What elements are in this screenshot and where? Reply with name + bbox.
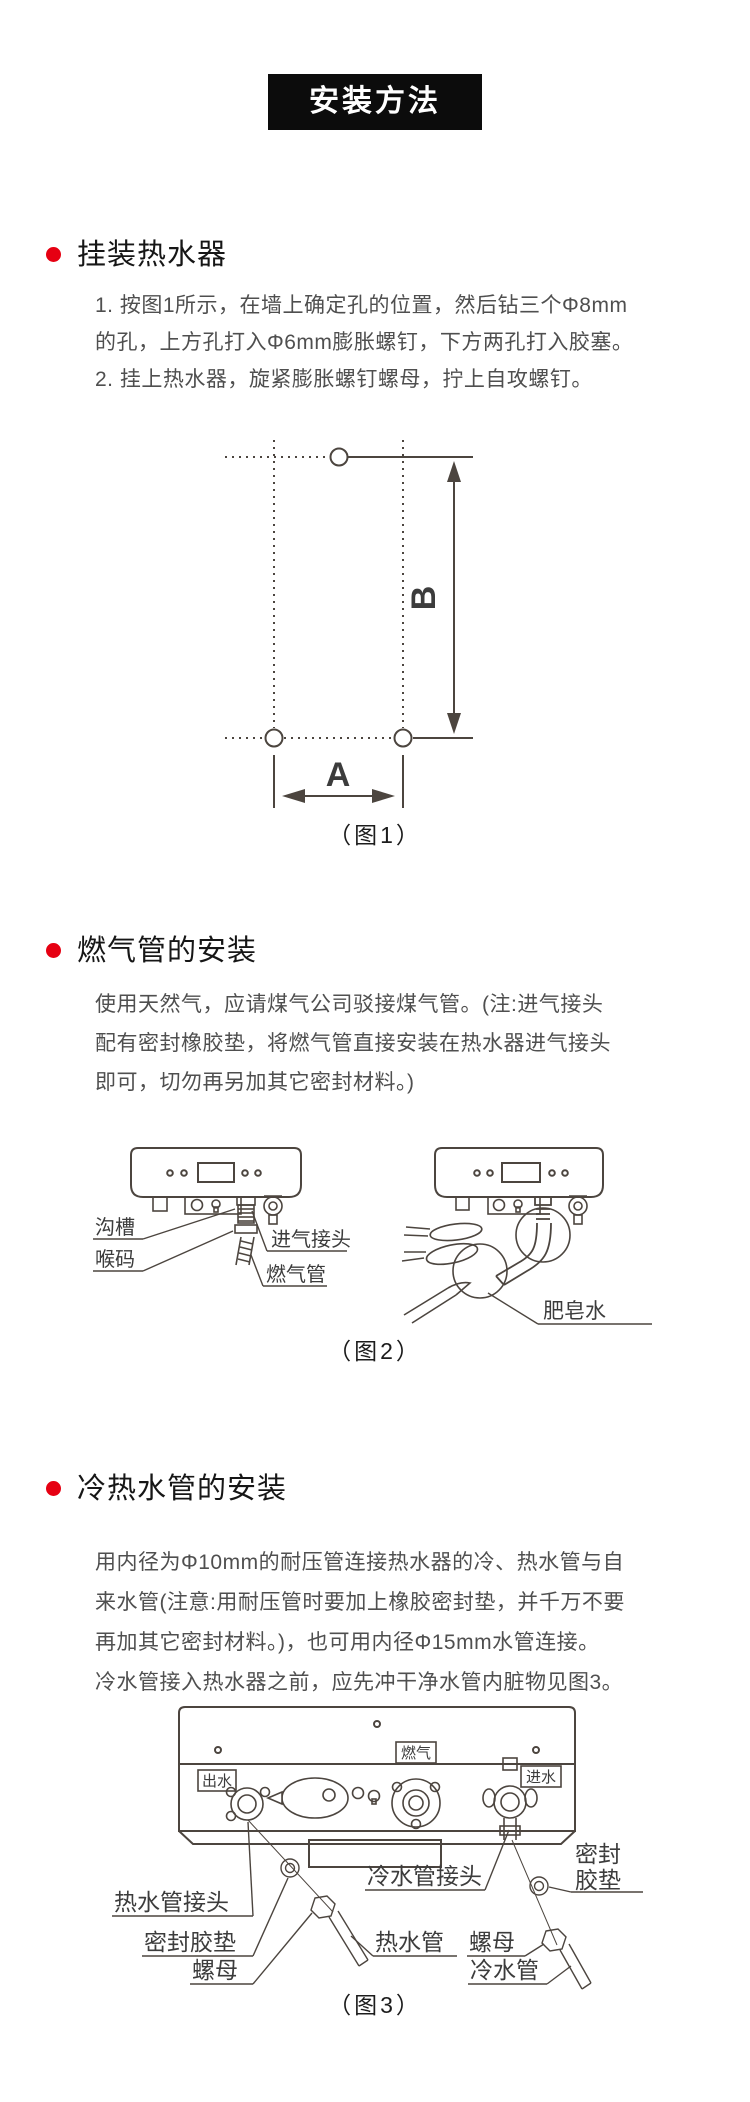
label-gas-pipe: 燃气管: [266, 1263, 326, 1286]
section-gas-pipe-heading: 燃气管的安装: [46, 932, 257, 970]
port-label-hot-out: 出水: [202, 1773, 232, 1790]
label-seal-gasket-left: 密封胶垫: [144, 1929, 236, 1955]
section-water-pipes-heading: 冷热水管的安装: [46, 1470, 287, 1508]
label-hot-pipe: 热水管: [375, 1929, 444, 1955]
construction-dotted-lines: [225, 440, 404, 739]
section-hang-heater-paragraph: 1. 按图1所示，在墙上确定孔的位置，然后钻三个Φ8mm 的孔，上方孔打入Φ6m…: [95, 287, 685, 398]
paragraph-line: 配有密封橡胶垫，将燃气管直接安装在热水器进气接头: [95, 1032, 611, 1055]
dim-b-arrow: [447, 461, 461, 734]
gas-pipe-part: [235, 1236, 255, 1266]
label-nut-right: 螺母: [469, 1929, 515, 1955]
label-nut-left: 螺母: [192, 1957, 238, 1983]
label-cold-pipe: 冷水管: [470, 1957, 539, 1983]
label-seal-gasket-right-line1: 密封: [575, 1841, 621, 1867]
red-bullet-icon: [46, 247, 61, 262]
paragraph-line: 1. 按图1所示，在墙上确定孔的位置，然后钻三个Φ8mm: [95, 294, 628, 317]
dim-b-label: B: [405, 586, 443, 611]
figure-2-caption: （图2）: [328, 1338, 422, 1364]
paragraph-line: 即可，切勿再另加其它密封材料。): [95, 1071, 415, 1094]
paragraph-line: 冷水管接入热水器之前，应先冲干净水管内脏物见图3。: [95, 1671, 624, 1694]
figure-1-drill-template: B A: [225, 440, 473, 808]
highlight-circle-upper: [515, 1207, 571, 1263]
port-label-cold-in: 进水: [526, 1769, 556, 1786]
water-heater-body: [434, 1147, 604, 1198]
dim-a-arrow: [273, 755, 404, 808]
water-heater-bottom-body: [178, 1706, 576, 1868]
figure-2-gas-connection-diagram: 沟槽 喉码 进气接头 燃气管: [93, 1147, 351, 1287]
paragraph-line: 来水管(注意:用耐压管时要加上橡胶密封垫，并千万不要: [95, 1591, 625, 1614]
section-heading-text: 燃气管的安装: [77, 935, 258, 967]
paragraph-line: 使用天然气，应请煤气公司驳接煤气管。(注:进气接头: [95, 993, 604, 1016]
highlight-circle-lower: [452, 1243, 508, 1299]
section-gas-pipe-paragraph: 使用天然气，应请煤气公司驳接煤气管。(注:进气接头 配有密封橡胶垫，将燃气管直接…: [95, 985, 685, 1102]
gas-fitting: [391, 1778, 441, 1830]
label-gas-inlet-connector: 进气接头: [271, 1228, 351, 1251]
bottom-left-hole: [264, 728, 284, 748]
label-cold-pipe-connector: 冷水管接头: [367, 1863, 482, 1889]
paragraph-line: 再加其它密封材料。)，也可用内径Φ15mm水管连接。: [95, 1631, 600, 1654]
center-oval-part: [265, 1777, 381, 1819]
gas-inlet-connector: [234, 1196, 258, 1234]
bottom-right-hole: [393, 728, 413, 748]
label-seal-gasket-right-line2: 胶垫: [575, 1867, 621, 1893]
leader-lines: [487, 1292, 652, 1325]
section-heading-text: 挂装热水器: [77, 239, 228, 271]
hot-out-port-box: [197, 1769, 237, 1792]
brush-strokes: [401, 1222, 483, 1324]
paragraph-line: 的孔，上方孔打入Φ6mm膨胀螺钉，下方两孔打入胶塞。: [95, 331, 634, 354]
cold-water-inlet-fitting: [482, 1757, 538, 1840]
leader-lines: [112, 1821, 643, 1985]
paragraph-line: 2. 挂上热水器，旋紧膨胀螺钉螺母，拧上自攻螺钉。: [95, 368, 593, 391]
page-title: 安装方法: [268, 74, 482, 130]
label-soapy-water: 肥皂水: [543, 1300, 606, 1323]
red-bullet-icon: [46, 943, 61, 958]
figure-3-caption: （图3）: [328, 1992, 422, 2018]
hose-clamp-part: [234, 1224, 258, 1234]
cold-in-port-box: [520, 1765, 562, 1788]
label-hot-pipe-connector: 热水管接头: [114, 1889, 229, 1915]
section-water-pipes-paragraph: 用内径为Φ10mm的耐压管连接热水器的冷、热水管与自 来水管(注意:用耐压管时要…: [95, 1543, 685, 1703]
hot-water-outlet-fitting: [225, 1786, 271, 1822]
section-heading-text: 冷热水管的安装: [77, 1473, 288, 1505]
top-hole: [329, 447, 349, 467]
water-heater-body: [130, 1147, 302, 1198]
bottom-fittings: [455, 1195, 588, 1225]
red-bullet-icon: [46, 1481, 61, 1496]
figure-1-caption: （图1）: [328, 822, 422, 848]
flex-gas-hose: [495, 1196, 552, 1286]
hot-side-exploded-parts: [247, 1819, 369, 1967]
paragraph-line: 用内径为Φ10mm的耐压管连接热水器的冷、热水管与自: [95, 1551, 625, 1574]
section-hang-heater-heading: 挂装热水器: [46, 236, 227, 274]
cold-side-exploded-parts: [511, 1839, 592, 1990]
label-hose-clamp: 喉码: [95, 1248, 135, 1271]
bottom-fittings: [152, 1195, 283, 1225]
dim-a-label: A: [326, 756, 351, 794]
leader-lines: [93, 1208, 347, 1287]
port-label-gas: 燃气: [401, 1744, 431, 1762]
label-groove: 沟槽: [95, 1216, 135, 1239]
figure-2-leak-test-diagram: 肥皂水: [401, 1147, 652, 1325]
gas-port-box: [395, 1741, 437, 1764]
figure-3-water-connections-diagram: 出水 燃气 进水 热水管接头 密封胶垫 螺母 冷水管接头 热水管 螺母 密封 胶…: [112, 1706, 643, 1990]
